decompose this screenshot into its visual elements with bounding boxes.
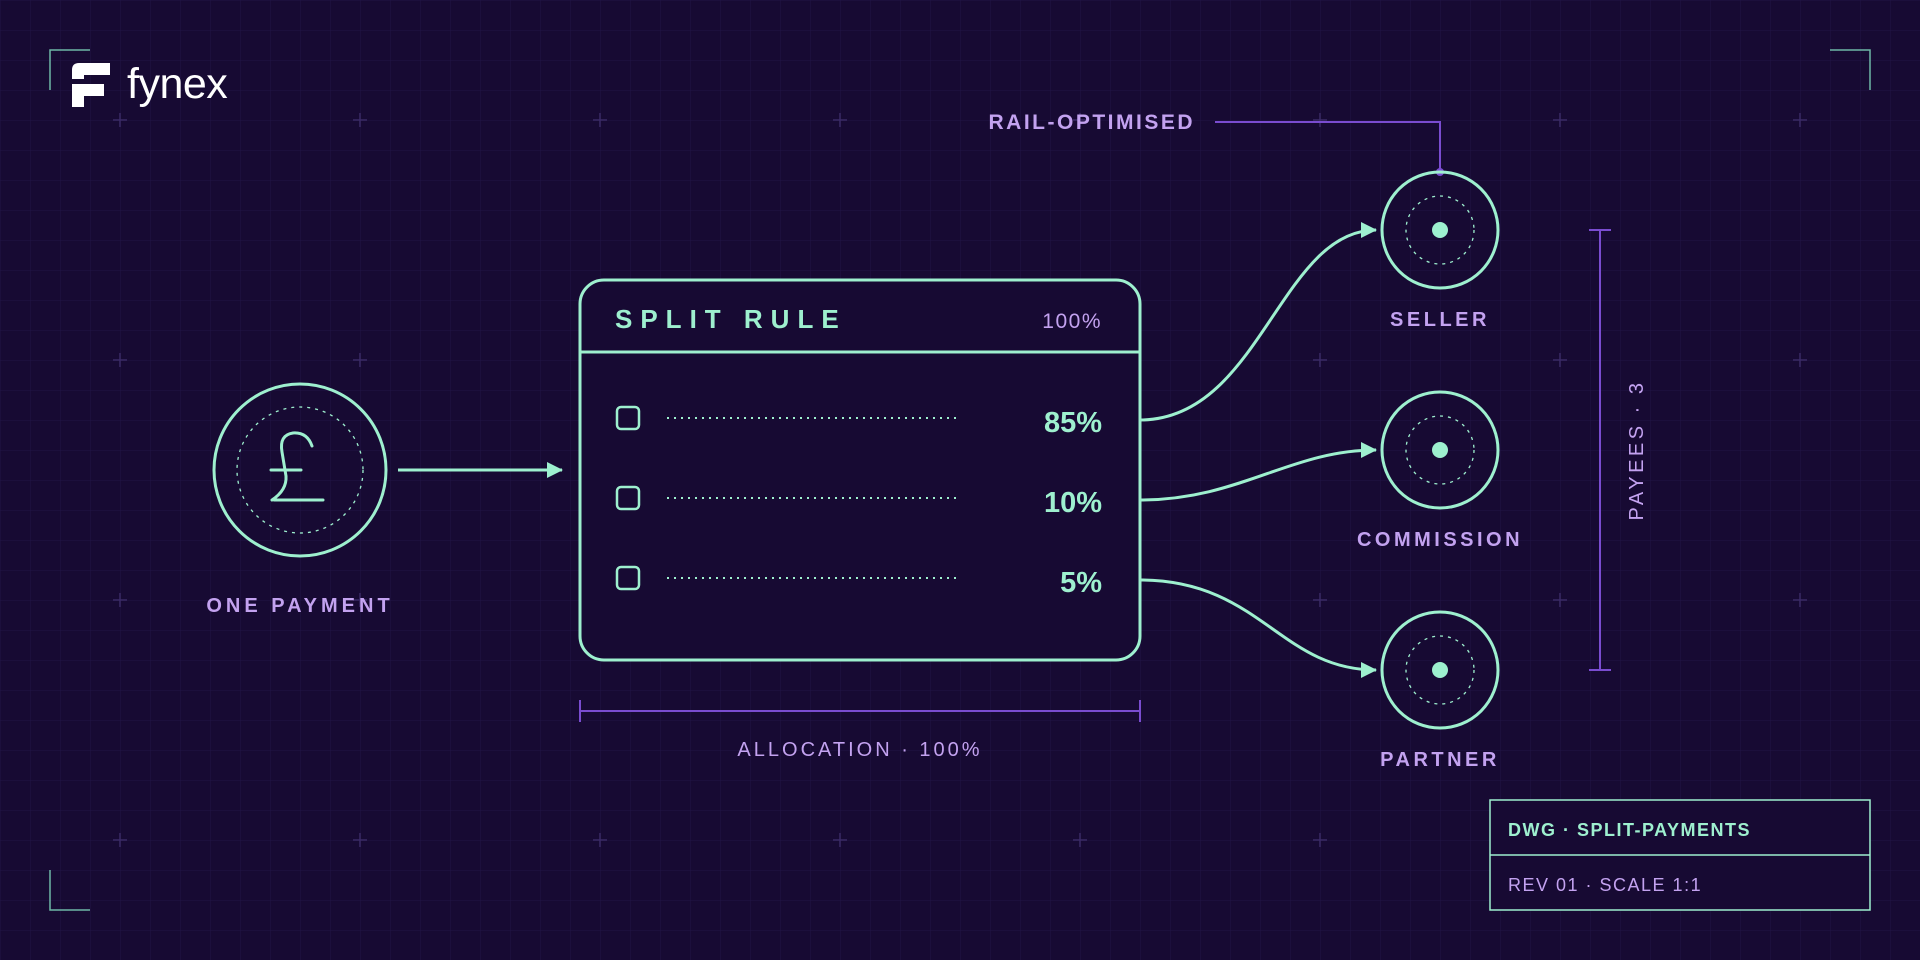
grid-cross-mark	[353, 593, 367, 607]
grid-cross-mark	[1793, 353, 1807, 367]
frame-corners	[49, 49, 1871, 911]
payee-circle	[1380, 390, 1500, 510]
grid-cross-mark	[1793, 593, 1807, 607]
grid-cross-mark	[113, 113, 127, 127]
grid-cross-mark	[1793, 113, 1807, 127]
split-rule-total: 100%	[1042, 310, 1102, 333]
rail-optimised-leader	[1215, 121, 1441, 172]
pound-sterling-icon	[269, 431, 325, 502]
split-row-checkbox[interactable]	[615, 485, 641, 511]
one-payment-node: ONE PAYMENT	[206, 382, 393, 617]
grid-cross-mark	[353, 833, 367, 847]
rail-optimised-callout: RAIL-OPTIMISED	[989, 111, 1444, 176]
payment-inner-dashed-circle	[236, 406, 364, 534]
connector-partner	[1139, 578, 1377, 678]
grid-cross-mark	[1073, 113, 1087, 127]
corner-bottom-left	[49, 870, 90, 911]
grid-cross-mark	[1073, 833, 1087, 847]
drawing-name: DWG · SPLIT-PAYMENTS	[1508, 820, 1751, 840]
payee-label-seller: SELLER	[1390, 309, 1490, 331]
grid-cross-mark	[353, 353, 367, 367]
payee-inner-dashed-circle	[1405, 195, 1475, 265]
grid-cross-mark	[593, 833, 607, 847]
grid-cross-mark	[113, 833, 127, 847]
fynex-logo-mark-icon	[72, 63, 110, 107]
split-rule-title: SPLIT RULE	[615, 304, 847, 334]
grid-cross-mark	[113, 353, 127, 367]
one-payment-label: ONE PAYMENT	[206, 595, 393, 617]
rail-optimised-label: RAIL-OPTIMISED	[989, 111, 1196, 134]
split-row-percent: 5%	[1060, 567, 1102, 599]
payee-center-dot	[1432, 442, 1448, 458]
split-row[interactable]: 5%	[615, 565, 1102, 599]
payee-connectors	[1139, 222, 1377, 678]
payee-label-partner: PARTNER	[1380, 749, 1500, 771]
corner-top-right	[1830, 49, 1871, 90]
split-rule-card-frame	[578, 278, 1142, 662]
grid-cross-mark	[1553, 353, 1567, 367]
drawing-revision: REV 01 · SCALE 1:1	[1508, 875, 1702, 895]
grid-cross-mark	[833, 833, 847, 847]
split-row[interactable]: 10%	[615, 485, 1102, 519]
split-row-checkbox[interactable]	[615, 565, 641, 591]
split-rule-card: SPLIT RULE 100% 85% 10% 5%	[578, 278, 1142, 662]
payee-circle	[1380, 170, 1500, 290]
corner-top-left	[49, 49, 90, 90]
allocation-dimension: ALLOCATION · 100%	[579, 700, 1141, 761]
fynex-logo[interactable]: fynex	[72, 60, 229, 108]
grid-cross-mark	[593, 113, 607, 127]
payee-center-dot	[1432, 662, 1448, 678]
payee-circle	[1380, 610, 1500, 730]
payee-node-commission: COMMISSION	[1357, 390, 1523, 551]
grid-cross-mark	[1313, 113, 1327, 127]
payment-circle	[212, 382, 388, 558]
grid-cross-mark	[1553, 593, 1567, 607]
grid-cross-mark	[1553, 113, 1567, 127]
connector-seller	[1139, 222, 1377, 422]
payees-count-label: PAYEES · 3	[1626, 380, 1648, 521]
allocation-label: ALLOCATION · 100%	[737, 739, 982, 761]
grid-cross-mark	[1313, 593, 1327, 607]
payee-label-commission: COMMISSION	[1357, 529, 1523, 551]
grid-cross-mark	[353, 113, 367, 127]
payee-inner-dashed-circle	[1405, 635, 1475, 705]
connector-commission	[1139, 442, 1377, 502]
payees-dimension: PAYEES · 3	[1589, 229, 1648, 671]
grid-cross-mark	[1313, 353, 1327, 367]
brand-name: fynex	[127, 60, 228, 108]
payee-node-seller: SELLER	[1380, 170, 1500, 331]
split-row[interactable]: 85%	[615, 405, 1102, 439]
payee-inner-dashed-circle	[1405, 415, 1475, 485]
split-row-percent: 10%	[1044, 487, 1102, 519]
split-row-percent: 85%	[1044, 407, 1102, 439]
payee-center-dot	[1432, 222, 1448, 238]
drawing-title-block: DWG · SPLIT-PAYMENTS REV 01 · SCALE 1:1	[1489, 799, 1871, 911]
grid-cross-mark	[113, 593, 127, 607]
grid-cross-mark	[833, 113, 847, 127]
payee-node-partner: PARTNER	[1380, 610, 1500, 771]
grid-cross-mark	[1313, 833, 1327, 847]
split-row-checkbox[interactable]	[615, 405, 641, 431]
